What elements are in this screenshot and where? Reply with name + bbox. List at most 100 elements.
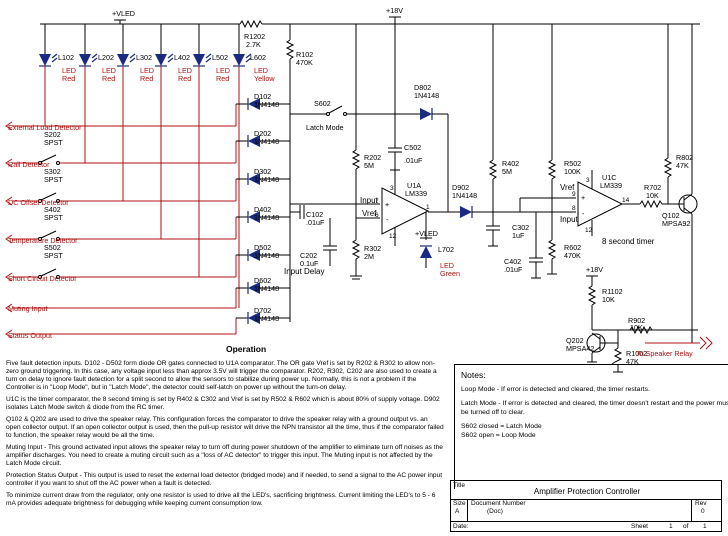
or-diode xyxy=(248,173,260,185)
note-s602-closed: S602 closed = Latch Mode xyxy=(461,423,542,430)
sheet-label: Sheet xyxy=(631,523,648,530)
operation-paragraph: Five fault detection inputs. D102 - D502… xyxy=(6,360,437,391)
r702-value: 10K xyxy=(646,191,659,200)
switch-contact xyxy=(38,199,42,203)
output-status: Status Output xyxy=(8,331,52,340)
title-label: Title xyxy=(453,482,466,489)
rev-value: 0 xyxy=(701,508,705,515)
r702-resistor: R702 10K xyxy=(639,183,676,209)
operation-paragraph: Q102 & Q202 are used to drive the speake… xyxy=(6,416,444,439)
c402-capacitor: C402 .01uF xyxy=(504,212,543,279)
r202-value: 5M xyxy=(364,161,374,170)
r402-ref: R402 xyxy=(502,159,519,168)
led-l302-ref: L302 xyxy=(136,53,152,62)
vled-local: +VLED xyxy=(415,229,438,238)
r402-value: 5M xyxy=(502,167,512,176)
operation-paragraph: Protection Status Output - This output i… xyxy=(6,472,443,487)
led-l202-color: Red xyxy=(102,74,115,83)
input-muting: Muting Input xyxy=(8,304,48,313)
r402-resistor: R402 5M xyxy=(488,24,519,226)
c502-ref: C502 xyxy=(404,143,421,152)
led-l102-color: Red xyxy=(62,74,75,83)
r502-ref: R502 xyxy=(564,159,581,168)
u1a-minus: - xyxy=(386,215,389,224)
c102-value: .01uF xyxy=(306,218,325,227)
led-l402-ref: L402 xyxy=(174,53,190,62)
r1202-resistor: R1202 2.7K xyxy=(239,19,265,49)
led-emission-arrow xyxy=(205,57,212,63)
r502-resistor: R502 100K xyxy=(547,24,581,240)
input-external-load: External Load Detector xyxy=(8,123,82,132)
switch-contact xyxy=(56,199,60,203)
d102-part: 1N4148 xyxy=(254,100,279,109)
led-l102-name: LED xyxy=(62,66,76,75)
docnum-label: Document Number xyxy=(471,500,526,507)
led-l402-color: Red xyxy=(178,74,191,83)
u1c-pin9: 9 xyxy=(572,191,576,198)
l702-led: +VLED L702 LED Green xyxy=(415,212,460,278)
led-emission-arrow xyxy=(51,53,58,59)
c502-capacitor: C502 .01uF xyxy=(388,24,423,171)
s302-ref: S302 xyxy=(44,167,61,176)
r802-ref: R802 xyxy=(676,153,693,162)
d102-ref: D102 xyxy=(254,92,271,101)
d902-ref: D902 xyxy=(452,183,469,192)
led-emission-arrow xyxy=(91,53,98,59)
c202-value: 0.1uF xyxy=(300,259,319,268)
mode-notes: Notes: Loop Mode - If error is detected … xyxy=(454,364,728,489)
r1002-value: 47K xyxy=(626,357,639,366)
u1a-pin6: 6 xyxy=(375,212,379,219)
led-emission-arrow xyxy=(167,53,174,59)
led-emission-arrow xyxy=(245,53,252,59)
u1c-input-net: Input xyxy=(560,215,579,224)
r602-resistor: R602 470K xyxy=(547,239,581,275)
r202-ref: R202 xyxy=(364,153,381,162)
u1a-ref: U1A xyxy=(407,181,421,190)
input-connector xyxy=(5,196,13,206)
r302-resistor: R302 2M xyxy=(350,239,381,280)
input-short-circuit: Short Circuit Detector xyxy=(8,274,77,283)
c402-ref: C402 xyxy=(504,257,521,266)
notes-heading: Notes: xyxy=(461,370,486,380)
operation-paragraph: To minimize current draw from the regula… xyxy=(6,492,436,507)
switch-contact xyxy=(56,237,60,241)
switch-blade xyxy=(40,192,57,201)
s302-type: SPST xyxy=(44,175,63,184)
r202-resistor: R202 5M xyxy=(351,24,381,240)
l702-color: Green xyxy=(440,269,460,278)
r802-resistor: R802 47K xyxy=(663,24,693,204)
v18-label: +18V xyxy=(386,6,403,15)
input-dc-offset: DC Offset Detector xyxy=(8,198,69,207)
vled-rail: +VLED xyxy=(40,9,290,25)
to-speaker-relay: To Speaker Relay xyxy=(636,349,693,358)
d802-part: 1N4148 xyxy=(414,91,439,100)
operation-paragraph: Muting Input - This ground activated inp… xyxy=(6,444,443,467)
led-l602-color: Yellow xyxy=(254,74,275,83)
led-emission-arrow xyxy=(245,57,252,63)
c302-ref: C302 xyxy=(512,223,529,232)
s602-label: Latch Mode xyxy=(306,123,344,132)
led-symbol xyxy=(117,54,129,66)
u1a-pin7: 7 xyxy=(375,198,379,205)
led-l302-color: Red xyxy=(140,74,153,83)
r602-value: 470K xyxy=(564,251,581,260)
r302-value: 2M xyxy=(364,252,374,261)
or-diode xyxy=(248,312,260,324)
switch-contact xyxy=(38,275,42,279)
docnum-value: (Doc) xyxy=(487,508,503,515)
r102-ref: R102 xyxy=(296,50,313,59)
q202-transistor: Q202 MPSA42 xyxy=(566,332,612,363)
timer-label: 8 second timer xyxy=(602,237,655,246)
q102-transistor: Q102 MPSA92 xyxy=(662,24,698,312)
s402-ref: S402 xyxy=(44,205,61,214)
or-diode xyxy=(248,98,260,110)
led-emission-arrow xyxy=(205,53,212,59)
d702-part: 1N4148 xyxy=(254,314,279,323)
u1a-pin12: 12 xyxy=(389,233,397,240)
or-diode xyxy=(248,211,260,223)
led-l502-name: LED xyxy=(216,66,230,75)
u1c-pin12: 12 xyxy=(585,227,593,234)
c402-value: .01uF xyxy=(504,265,523,274)
led-symbol xyxy=(79,54,91,66)
